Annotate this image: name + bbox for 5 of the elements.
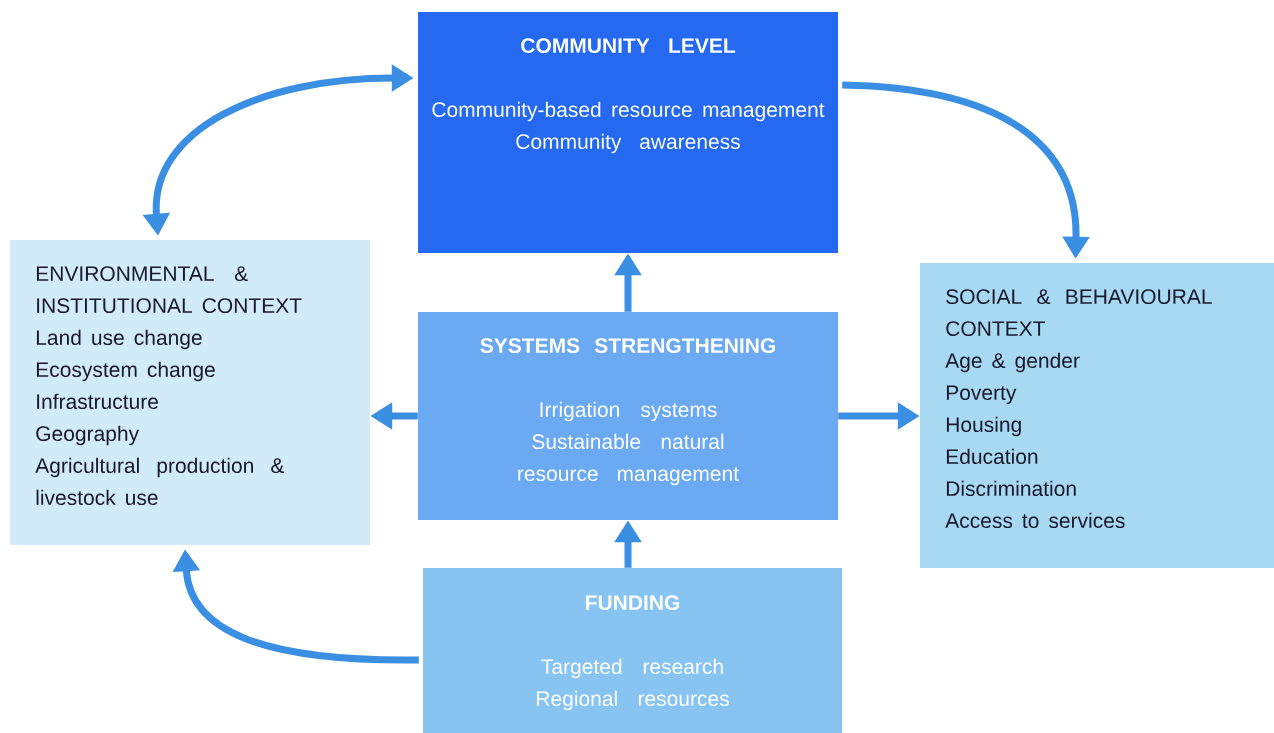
context-box: ENVIRONMENTAL & INSTITUTIONAL CONTEXT Land use change Ecosystem change Infrastructure Geography Agricultural production & livestock use — [10, 240, 370, 545]
context-box: SYSTEMS STRENGTHENING Irrigation systems Sustainable natural resource management — [418, 312, 838, 520]
context-box: COMMUNITY LEVEL Community-based resource management Community awareness — [418, 12, 838, 253]
context-box: FUNDING Targeted research Regional resources — [423, 568, 842, 733]
context-box: SOCIAL & BEHAVIOURAL CONTEXT Age & gender Poverty Housing Education Discrimination Access to services — [920, 263, 1274, 568]
